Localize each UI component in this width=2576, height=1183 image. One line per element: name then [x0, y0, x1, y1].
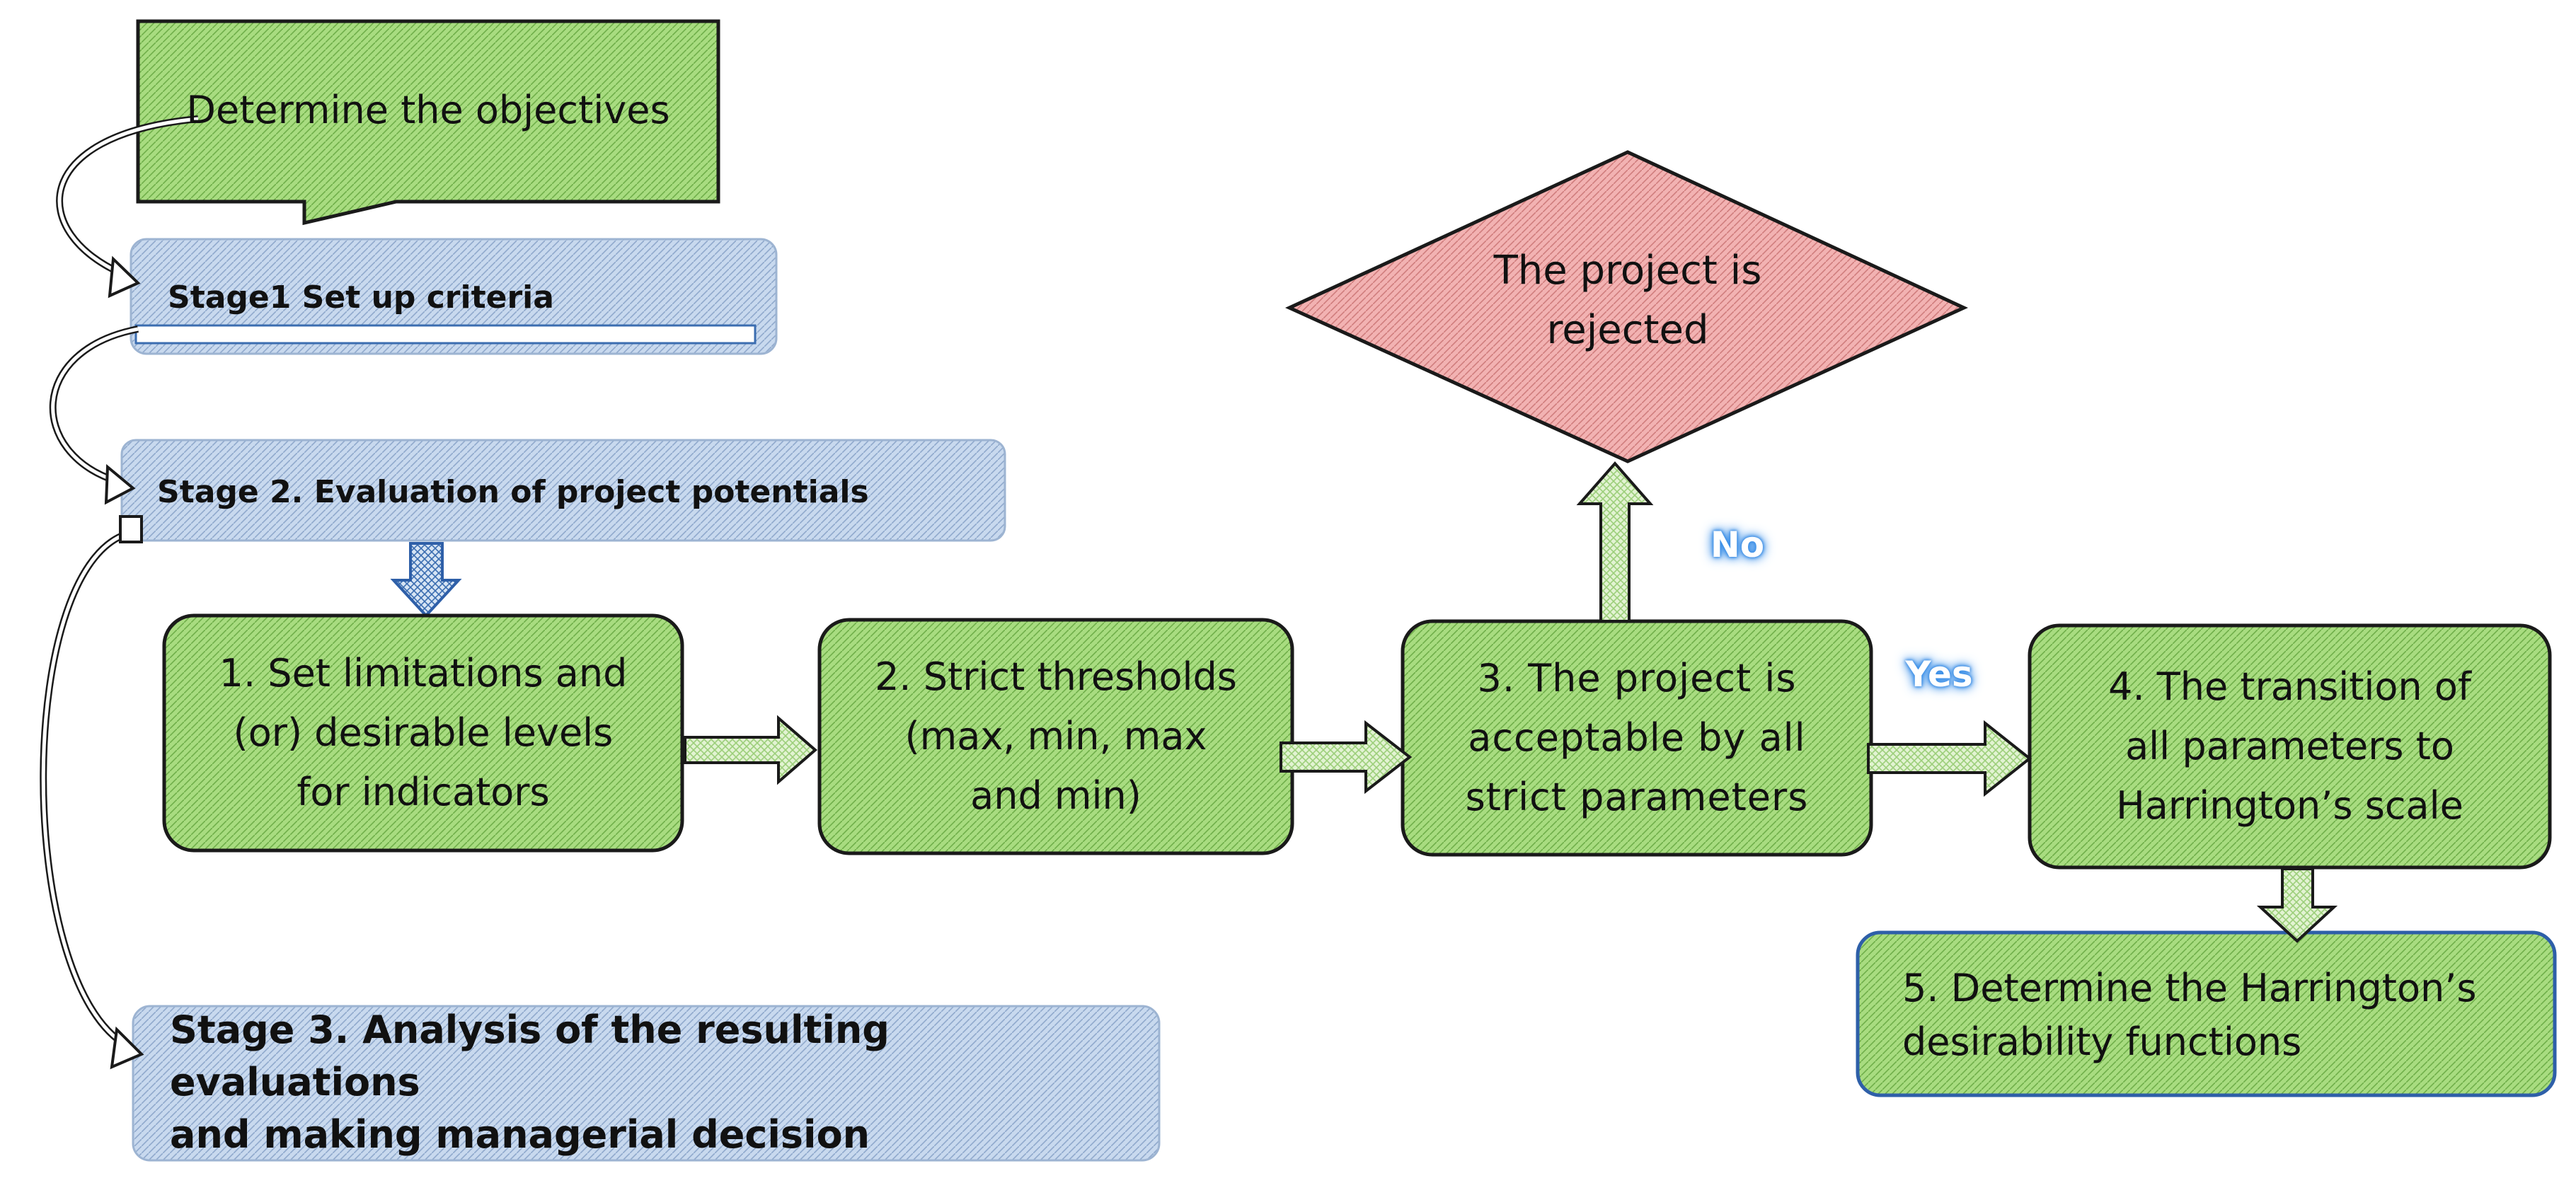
- arrow-step3-up: [1576, 461, 1654, 623]
- arrow-step3-step4: [1867, 720, 2032, 797]
- arrow-step2-step3: [1280, 720, 1413, 795]
- arrowhead-stage3: [110, 1026, 144, 1070]
- arrowhead-stage2: [104, 463, 136, 505]
- connector-stage2-stage3: [40, 529, 135, 1049]
- stage2-connector-tab: [119, 515, 143, 543]
- step3-box: [1401, 619, 1873, 857]
- stage3-box: [132, 1005, 1161, 1162]
- step1-box: [162, 613, 684, 853]
- rejected-diamond: [1284, 150, 1968, 463]
- stage2-box: [120, 439, 1006, 542]
- step5-box: [1856, 930, 2557, 1097]
- objectives-callout: [136, 19, 720, 226]
- arrow-stage2-down: [390, 542, 462, 618]
- step2-box: [817, 618, 1294, 855]
- step4-box: [2028, 623, 2552, 870]
- arrow-step4-down: [2256, 867, 2338, 943]
- arrowhead-stage1: [108, 255, 141, 299]
- arrow-step1-step2: [684, 715, 818, 785]
- stage1-underline: [134, 324, 757, 345]
